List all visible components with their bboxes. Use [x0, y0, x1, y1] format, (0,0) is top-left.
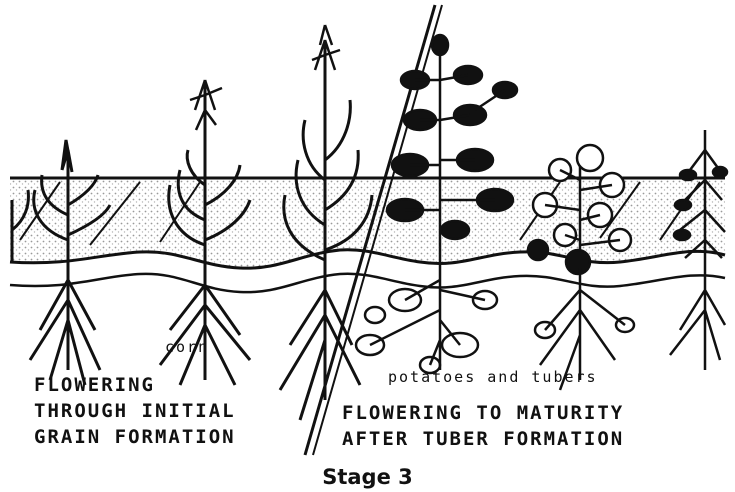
potatoes-label: potatoes and tubers [388, 370, 598, 385]
left-stage-line-3: GRAIN FORMATION [34, 428, 236, 447]
left-stage-line-2: THROUGH INITIAL [34, 402, 236, 421]
corn-label: corn [165, 340, 209, 355]
right-stage-line-2: AFTER TUBER FORMATION [342, 430, 624, 449]
stage-caption: Stage 3 [0, 465, 735, 489]
right-stage-line-1: FLOWERING TO MATURITY [342, 404, 624, 423]
left-stage-line-1: FLOWERING [34, 376, 155, 395]
soil-surface-lower [10, 274, 725, 292]
